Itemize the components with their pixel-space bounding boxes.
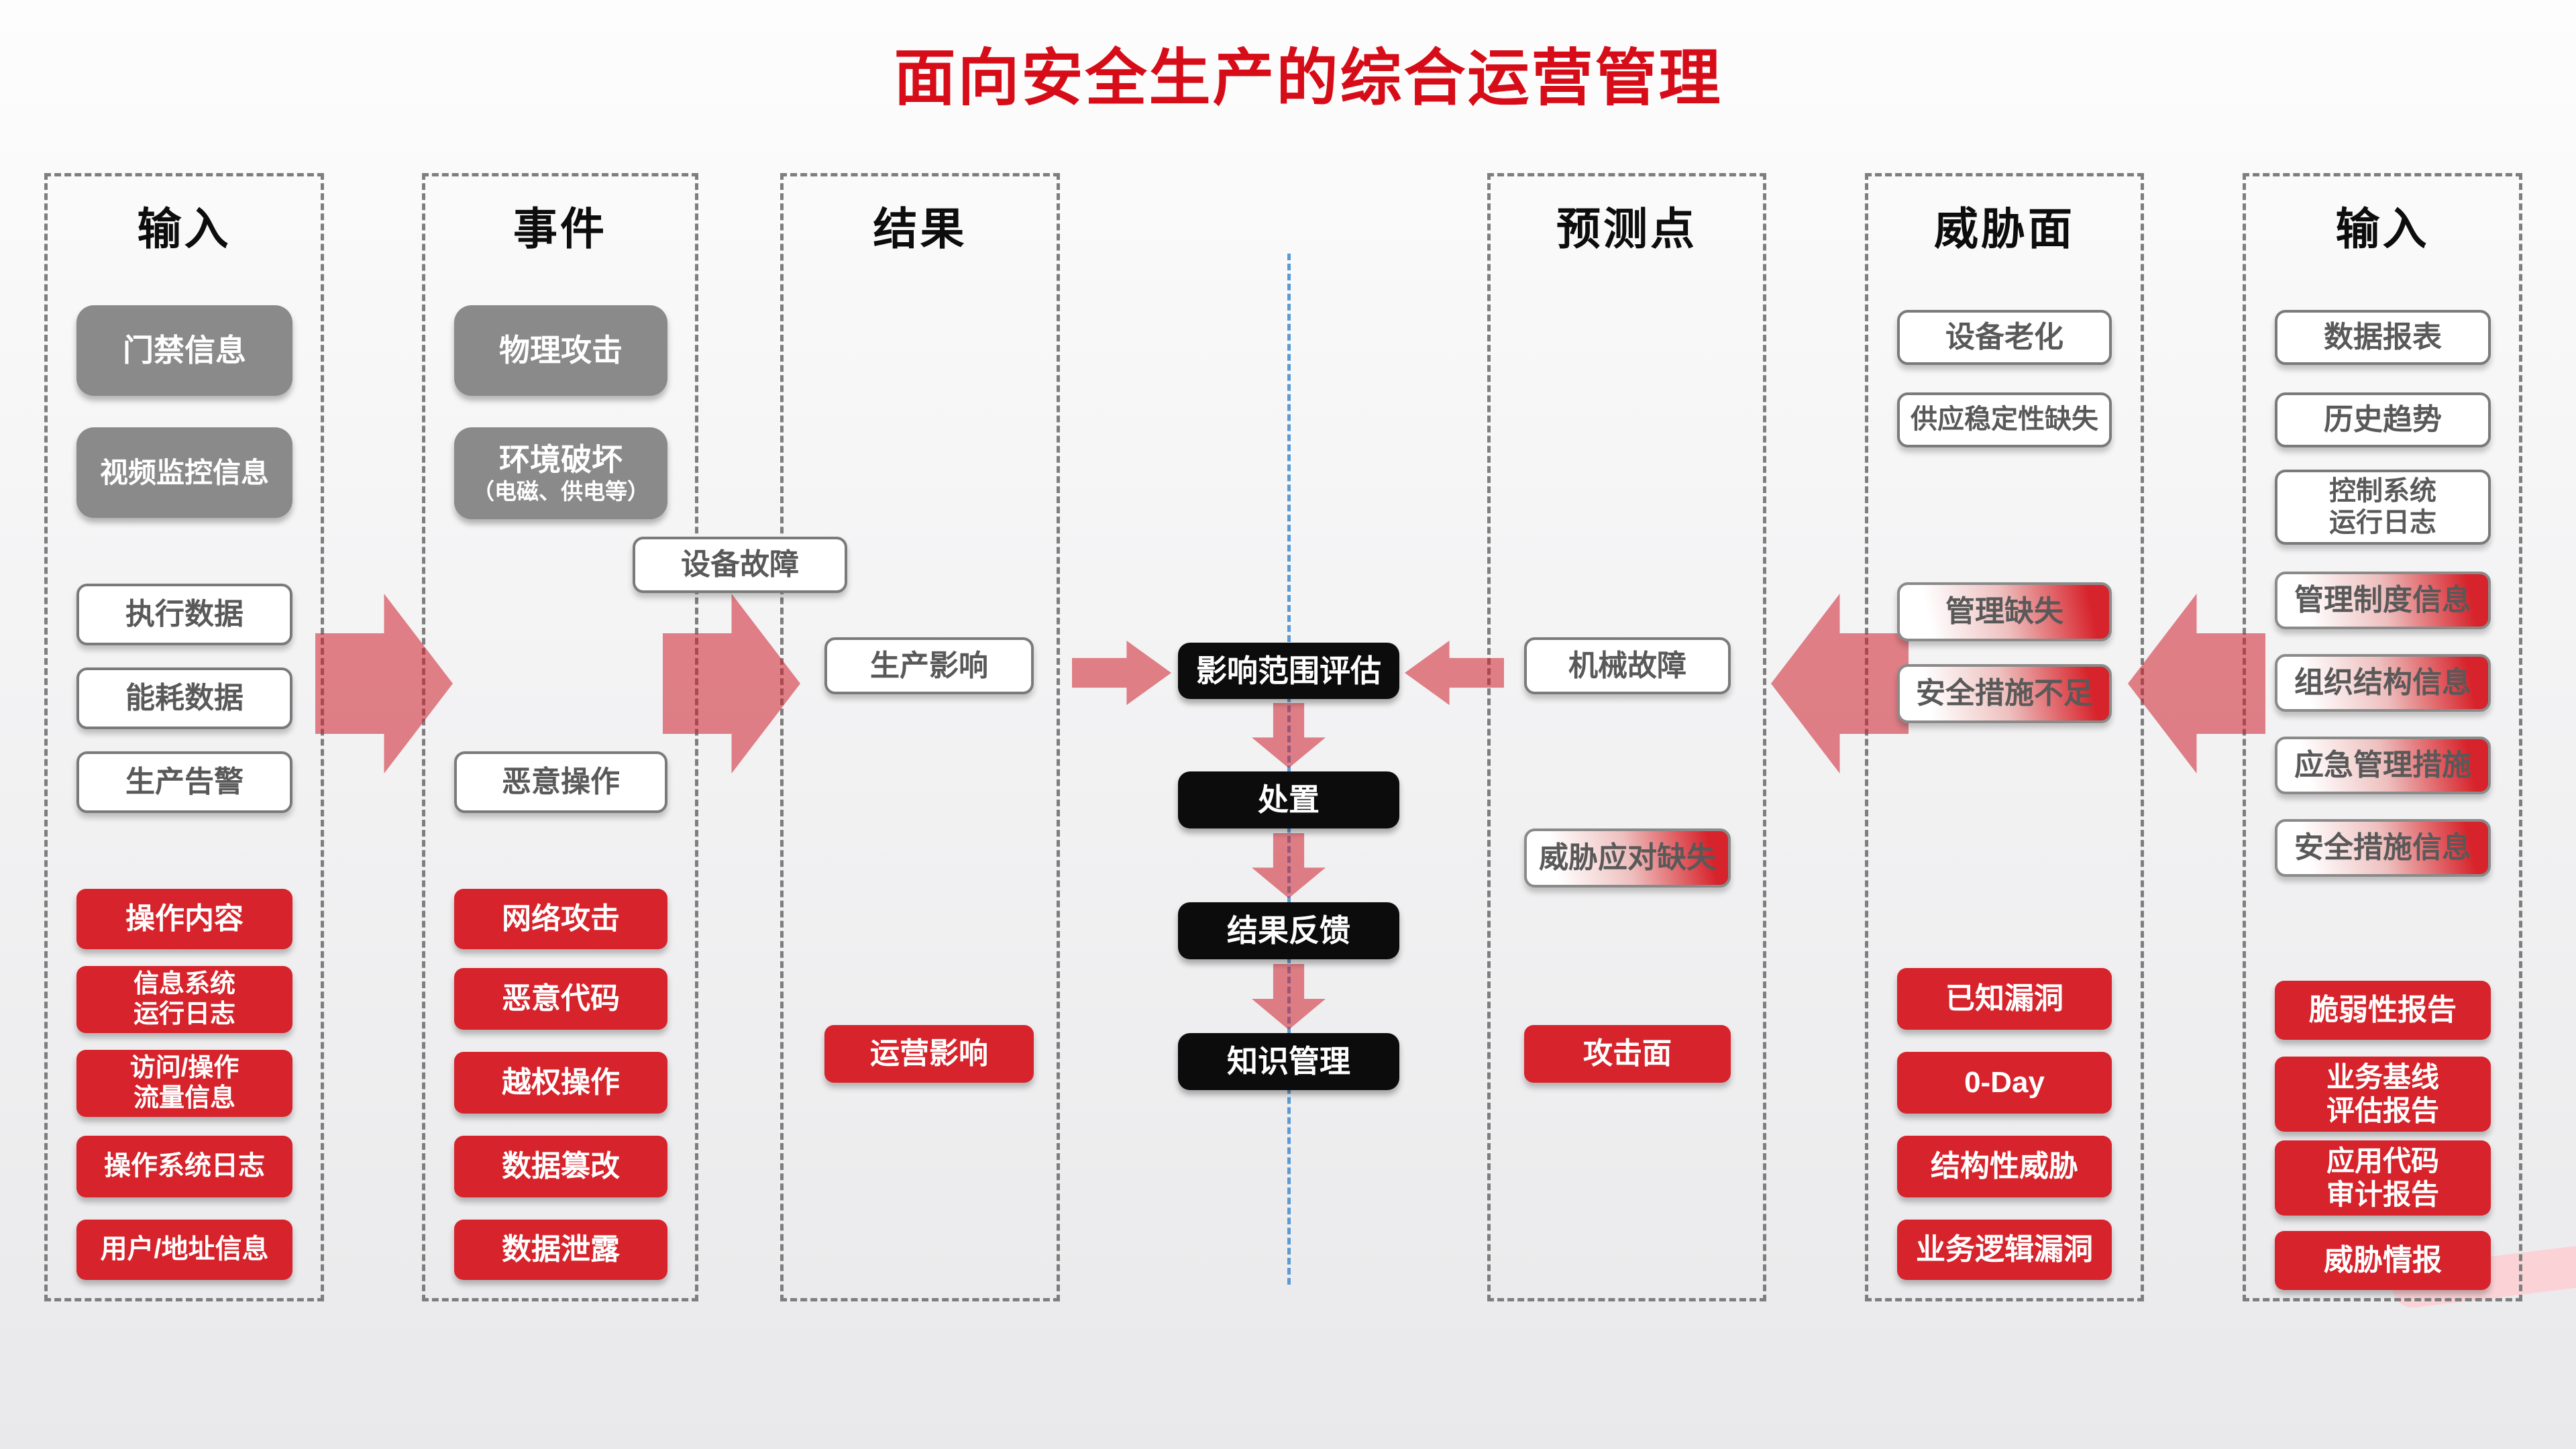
- arrow-down-disposal-to-feedback-icon: [1252, 833, 1326, 898]
- equipment-failure: 设备故障: [633, 537, 847, 593]
- environment-damage: 环境破坏 （电磁、供电等）: [454, 427, 667, 519]
- operation-impact: 运营影响: [824, 1025, 1034, 1083]
- history-trend: 历史趋势: [2275, 392, 2491, 447]
- zero-day: 0-Day: [1897, 1052, 2112, 1114]
- result-feedback: 结果反馈: [1178, 902, 1399, 959]
- execution-data: 执行数据: [76, 584, 292, 645]
- column-prediction-header: 预测点: [1556, 204, 1697, 254]
- threat-response-missing: 威胁应对缺失: [1524, 828, 1731, 888]
- production-alarm: 生产告警: [76, 751, 292, 813]
- column-results-frame: [780, 173, 1060, 1301]
- access-operation-traffic-info: 访问/操作 流量信息: [76, 1050, 292, 1117]
- arrow-right-impact-to-assessment-icon: [1072, 641, 1171, 705]
- arrow-down-assessment-to-disposal-icon: [1252, 703, 1326, 768]
- column-input-left-frame: [44, 173, 324, 1301]
- video-surveillance-info: 视频监控信息: [76, 427, 292, 518]
- malicious-code: 恶意代码: [454, 968, 667, 1030]
- column-threat-header: 威胁面: [1934, 204, 2075, 254]
- org-structure-info: 组织结构信息: [2275, 654, 2491, 712]
- production-impact: 生产影响: [824, 637, 1034, 694]
- knowledge-management: 知识管理: [1178, 1033, 1399, 1090]
- malicious-operation: 恶意操作: [454, 751, 667, 813]
- vulnerability-report: 脆弱性报告: [2275, 981, 2491, 1040]
- door-access-info: 门禁信息: [76, 305, 292, 396]
- info-system-run-log: 信息系统 运行日志: [76, 966, 292, 1033]
- insufficient-security-measures: 安全措施不足: [1897, 664, 2112, 723]
- column-prediction-frame: [1487, 173, 1766, 1301]
- column-threat-frame: [1865, 173, 2144, 1301]
- attack-surface: 攻击面: [1524, 1025, 1731, 1083]
- column-results-header: 结果: [873, 204, 967, 254]
- environment-damage-sub: （电磁、供电等）: [472, 479, 649, 504]
- center-guide-line: [1287, 254, 1291, 1285]
- physical-attack: 物理攻击: [454, 305, 667, 396]
- data-tampering: 数据篡改: [454, 1136, 667, 1197]
- emergency-management-measures: 应急管理措施: [2275, 737, 2491, 794]
- data-leakage: 数据泄露: [454, 1220, 667, 1280]
- environment-damage-label: 环境破坏: [499, 441, 623, 477]
- supply-stability-missing: 供应稳定性缺失: [1897, 392, 2112, 447]
- known-vulnerabilities: 已知漏洞: [1897, 968, 2112, 1030]
- management-policy-info: 管理制度信息: [2275, 572, 2491, 629]
- column-events-header: 事件: [513, 204, 607, 254]
- business-baseline-assessment-report: 业务基线 评估报告: [2275, 1057, 2491, 1132]
- energy-data: 能耗数据: [76, 667, 292, 729]
- device-aging: 设备老化: [1897, 310, 2112, 365]
- column-input-left-header: 输入: [137, 204, 231, 254]
- column-input-right-frame: [2243, 173, 2522, 1301]
- arrow-down-feedback-to-knowledge-icon: [1252, 964, 1326, 1030]
- threat-intelligence: 威胁情报: [2275, 1231, 2491, 1290]
- business-logic-vulnerability: 业务逻辑漏洞: [1897, 1220, 2112, 1280]
- watermark-gray-curve-icon: [2436, 1314, 2576, 1449]
- user-address-info: 用户/地址信息: [76, 1220, 292, 1280]
- app-code-audit-report: 应用代码 审计报告: [2275, 1140, 2491, 1216]
- security-measure-info: 安全措施信息: [2275, 819, 2491, 877]
- disposal: 处置: [1178, 771, 1399, 828]
- network-attack: 网络攻击: [454, 889, 667, 949]
- privilege-abuse: 越权操作: [454, 1052, 667, 1114]
- column-input-right-header: 输入: [2335, 204, 2430, 254]
- management-missing: 管理缺失: [1897, 582, 2112, 641]
- impact-scope-assessment: 影响范围评估: [1178, 643, 1399, 699]
- column-events-frame: [422, 173, 698, 1301]
- structural-threat: 结构性威胁: [1897, 1136, 2112, 1197]
- page-title: 面向安全生产的综合运营管理: [894, 44, 1723, 113]
- mechanical-failure: 机械故障: [1524, 637, 1731, 694]
- data-report: 数据报表: [2275, 310, 2491, 365]
- operation-content: 操作内容: [76, 889, 292, 949]
- control-system-run-log: 控制系统 运行日志: [2275, 470, 2491, 545]
- os-log: 操作系统日志: [76, 1136, 292, 1197]
